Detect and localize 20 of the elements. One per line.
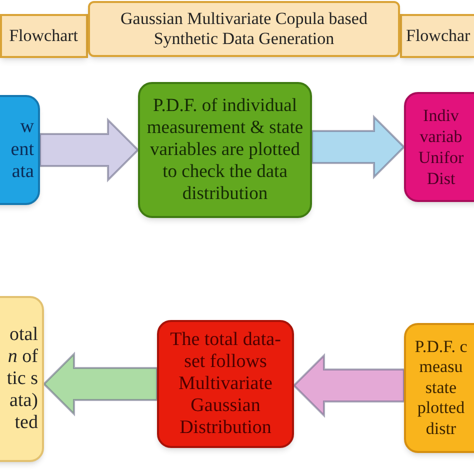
process-box (404, 323, 474, 453)
node-text: Flowchart (9, 25, 78, 48)
ribbon-banner (400, 14, 474, 58)
process-box (157, 320, 294, 448)
node-text: otal n of tic s ata) ted (6, 324, 38, 434)
block-arrow (39, 118, 140, 182)
process-box (404, 92, 474, 202)
process-box (138, 82, 312, 218)
block-arrow (311, 114, 406, 180)
block-arrow (42, 352, 158, 416)
ribbon-banner (0, 14, 88, 58)
block-arrow (292, 353, 405, 418)
node-text: w ent ata (10, 116, 34, 184)
node-text: P.D.F. c measu state plotted distr (414, 337, 468, 439)
node-text: Gaussian Multivariate Copula based Synthetic Data Generation (120, 8, 368, 50)
title-banner (88, 1, 400, 57)
node-text: P.D.F. of individual measurement & state variables are plotted to check the data distribution (146, 94, 304, 206)
node-text: Flowchar (406, 25, 470, 48)
node-text: The total data- set follows Multivariate Gaussian Distribution (169, 329, 282, 439)
node-text: Indiv variab Unifor Dist (417, 104, 465, 190)
